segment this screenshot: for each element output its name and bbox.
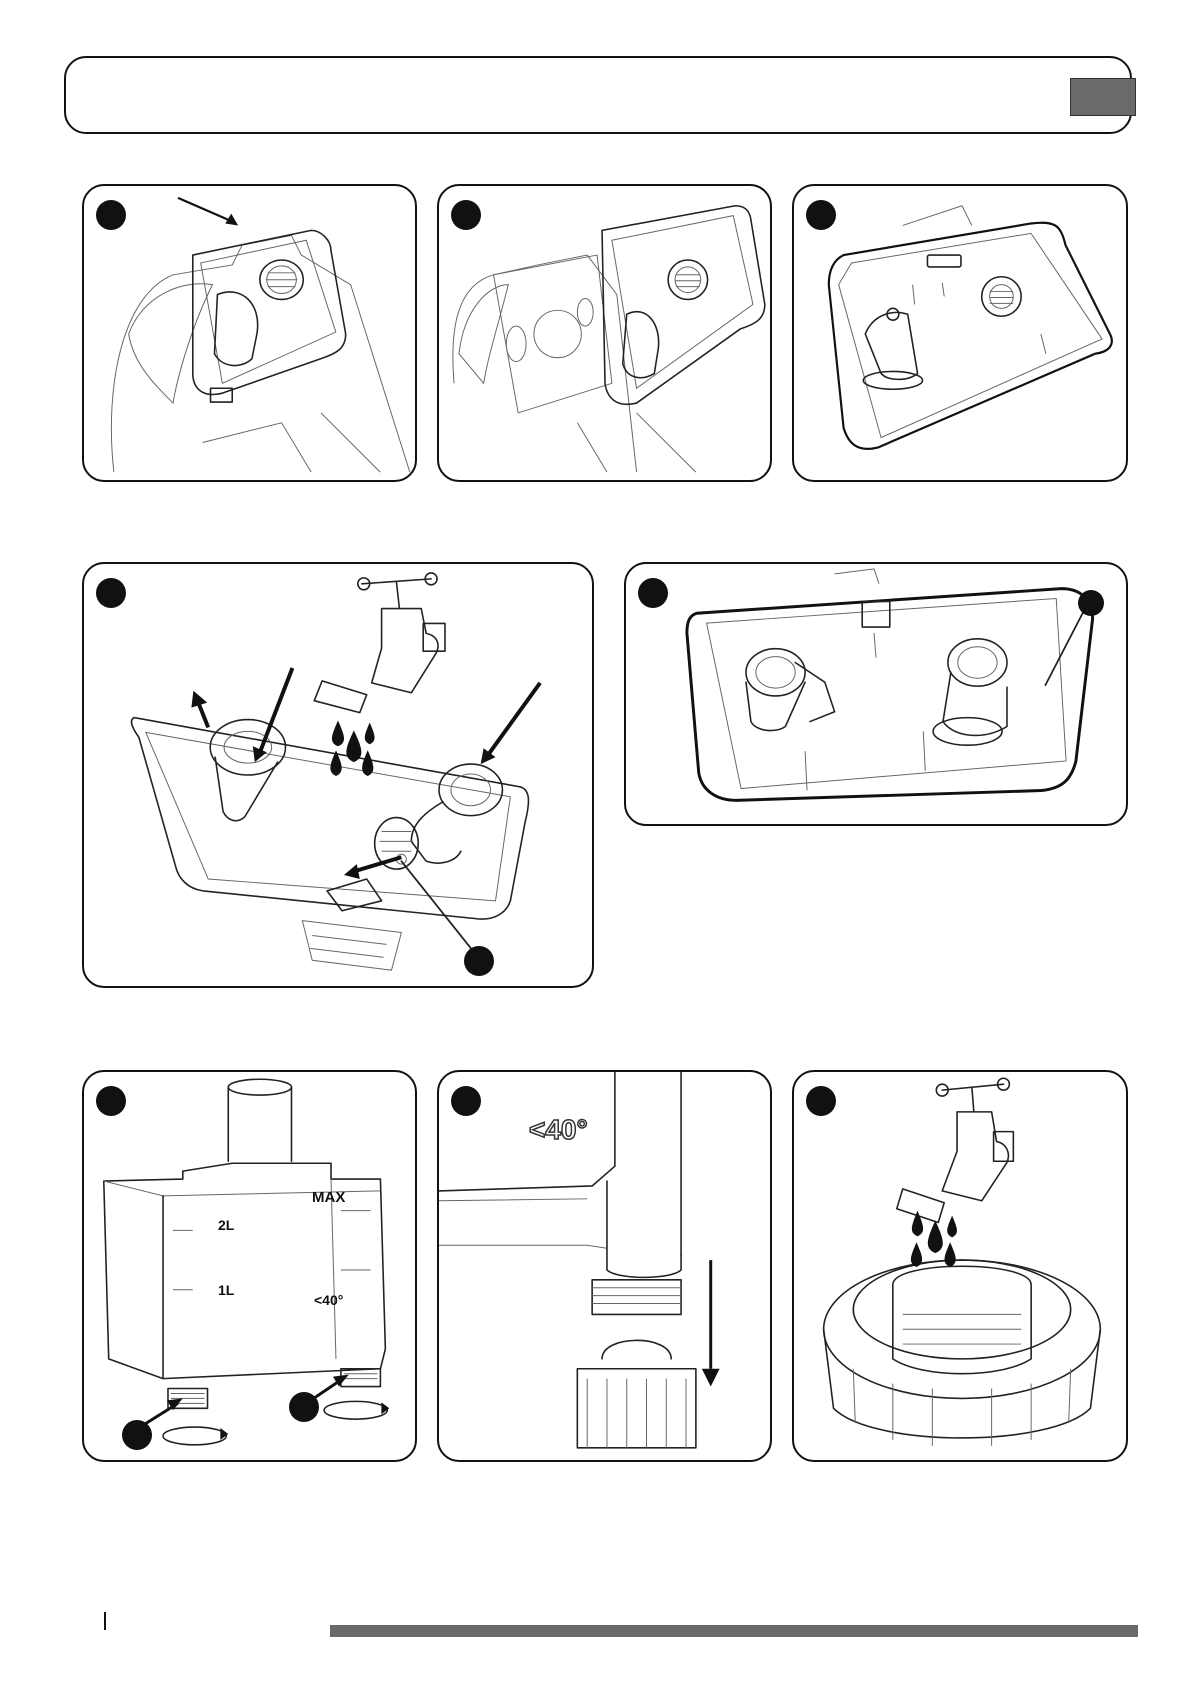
panel-6: MAX 2L 1L <40°	[82, 1070, 417, 1462]
header-tab	[1070, 78, 1136, 116]
step-5-marker	[638, 578, 668, 608]
panel-7-illustration	[439, 1072, 770, 1460]
step-7-marker	[451, 1086, 481, 1116]
step-6-marker	[96, 1086, 126, 1116]
arrow-icon	[84, 564, 592, 986]
step-2-marker	[451, 200, 481, 230]
callout-cap-right-marker	[289, 1392, 319, 1422]
max-mark: MAX	[312, 1189, 345, 1206]
panel-6-illustration	[84, 1072, 415, 1460]
panel-2-illustration	[439, 186, 770, 480]
callout-cap-left-marker	[122, 1420, 152, 1450]
level-1l-mark: 1L	[218, 1282, 234, 1298]
header-box	[64, 56, 1132, 134]
panel-5-illustration	[626, 564, 1126, 824]
water-drops-icon	[794, 1072, 1126, 1460]
panel-3	[792, 184, 1128, 482]
arrow-icon	[84, 186, 415, 480]
panel-3-illustration	[794, 186, 1126, 480]
level-2l-mark: 2L	[218, 1217, 234, 1233]
panel-2	[437, 184, 772, 482]
panel-4	[82, 562, 594, 988]
callout-gasket-marker	[1078, 590, 1104, 616]
temperature-mark: <40°	[314, 1292, 343, 1308]
temperature-mark: <40°	[529, 1114, 588, 1146]
panel-5	[624, 562, 1128, 826]
panel-8	[792, 1070, 1128, 1462]
panel-1	[82, 184, 417, 482]
step-3-marker	[806, 200, 836, 230]
footer-tick	[104, 1612, 106, 1630]
footer-rule	[330, 1625, 1138, 1637]
callout-filter-marker	[464, 946, 494, 976]
panel-7: <40°	[437, 1070, 772, 1462]
